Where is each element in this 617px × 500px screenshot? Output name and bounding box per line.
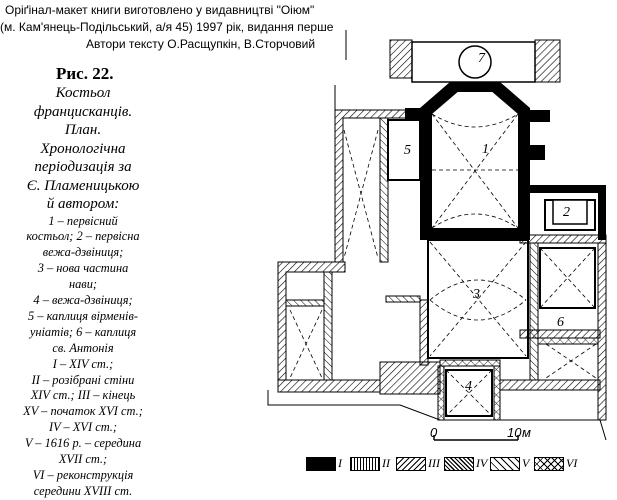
caption-title-line: Є. Пламеницькою [26, 177, 140, 194]
caption-title-line: Костьол [55, 85, 111, 101]
room-label-5: 5 [404, 143, 411, 158]
room-label-3: 3 [472, 287, 480, 302]
legend-label: VI [566, 456, 578, 470]
room-label-4: 4 [465, 379, 472, 394]
caption-list-line: II – розібрані стіни [31, 372, 135, 387]
publisher-note-line-2: (м. Кам'янець-Подільський, а/я 45) 1997 … [0, 20, 334, 34]
legend-swatch [444, 457, 474, 471]
caption-list-line: 5 – каплиця вірменів- [27, 308, 138, 323]
caption-title-line: Хронологічна [40, 140, 126, 157]
caption-list-line: 4 – вежа-дзвіниця; [33, 293, 133, 308]
legend-label: V [522, 456, 530, 470]
caption-legend-list: 1 – первісний костьол; 2 – первісна вежа… [0, 214, 166, 500]
original-church-walls [405, 82, 606, 240]
legend-label: III [428, 456, 440, 470]
later-walls [277, 39, 607, 421]
room-label-2: 2 [563, 205, 570, 220]
scale-bar: 0 10 м [430, 425, 531, 441]
outer-boundary [267, 30, 607, 441]
caption-list-line: IV – XVI ст.; [48, 420, 118, 435]
legend-label: IV [476, 456, 488, 470]
legend-label: II [382, 456, 390, 470]
legend-swatch [396, 457, 426, 471]
apse-tower [411, 41, 536, 83]
caption-title-line: періодизація за [34, 159, 132, 175]
caption-list-line: 1 – первісний [48, 213, 118, 228]
legend-swatch [350, 457, 380, 471]
church-floor-plan: 1 2 3 4 5 6 7 0 10 м [267, 30, 607, 441]
room-label-7: 7 [478, 51, 486, 66]
scale-ten: 10 [507, 425, 522, 440]
legend-swatch [306, 457, 336, 471]
legend-swatch [534, 457, 564, 471]
caption-list-line: V – 1616 р. – середина [24, 436, 142, 451]
figure-caption: Костьол францисканців. План. Хронологічн… [0, 84, 166, 500]
caption-list-line: XV – початок XVI ст.; [23, 404, 143, 419]
legend-label: I [338, 456, 342, 470]
room-label-1: 1 [482, 142, 489, 157]
caption-title-line: францисканців. [33, 103, 133, 120]
caption-title: Костьол францисканців. План. Хронологічн… [0, 84, 166, 214]
caption-list-line: XVII ст.; [58, 452, 108, 467]
caption-list-line: св. Антонія [52, 340, 114, 355]
vault-ribs [289, 113, 597, 417]
publisher-note-line-1: Оріґінал-макет книги виготовлено у видав… [5, 3, 315, 17]
caption-list-line: костьол; 2 – первісна [26, 229, 140, 244]
caption-title-line: План. [64, 122, 102, 138]
caption-list-line: уніатів; 6 – каплиця [29, 324, 137, 339]
room-label-6: 6 [557, 315, 564, 330]
caption-list-line: VI – реконструкція [32, 468, 134, 482]
reconstruction-walls [285, 117, 539, 381]
caption-list-line: нави; [68, 277, 98, 292]
caption-list-line: вежа-дзвіниця; [42, 245, 124, 260]
authors-line: Автори тексту О.Расщупкін, В.Сторчовий [86, 37, 316, 51]
figure-label: Рис. 22. [56, 64, 114, 83]
caption-list-line: 3 – нова частина [37, 261, 129, 276]
legend-swatch [490, 457, 520, 471]
caption-list-line: I – XIV ст.; [52, 356, 114, 371]
scale-unit: м [522, 425, 531, 440]
chapel-walls [437, 337, 599, 421]
scale-zero: 0 [430, 425, 438, 440]
caption-list-line: середини XVIII ст. [33, 483, 133, 498]
caption-title-line: й автором: [46, 196, 120, 212]
caption-list-line: XIV ст.; III – кінець [30, 388, 136, 403]
